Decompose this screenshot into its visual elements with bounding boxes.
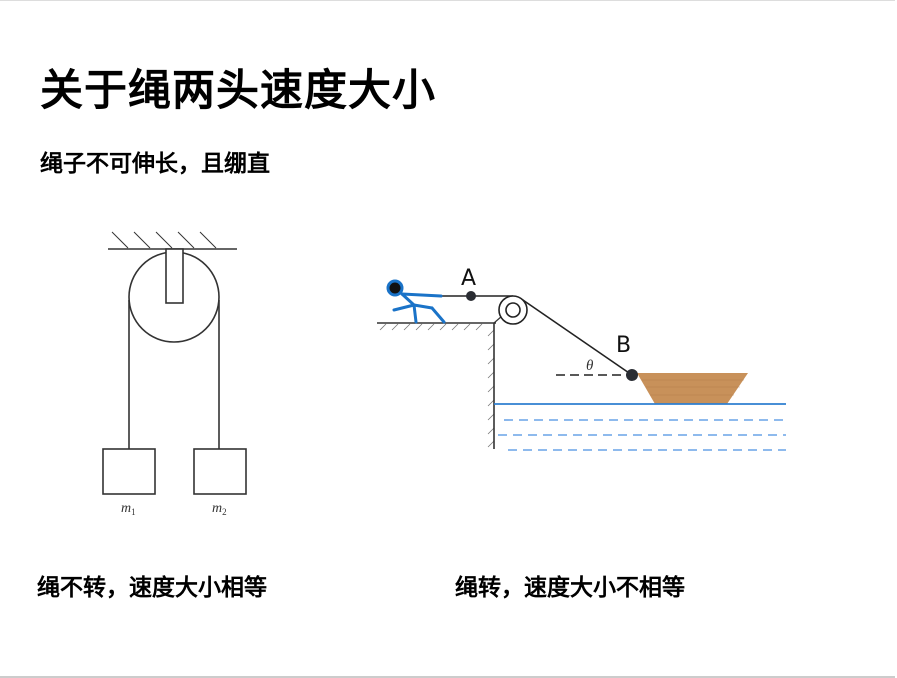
boat-diagram (377, 279, 786, 451)
label-theta: θ (586, 358, 594, 374)
point-b (626, 369, 638, 381)
slide-subtitle: 绳子不可伸长，且绷直 (40, 151, 270, 177)
person-icon (386, 279, 446, 324)
label-b: B (616, 333, 631, 358)
rope-slanted (519, 297, 633, 376)
slide-title: 关于绳两头速度大小 (40, 66, 436, 116)
mass-2 (193, 448, 247, 495)
point-a (466, 291, 476, 301)
caption-right: 绳转，速度大小不相等 (455, 575, 685, 601)
mass-1 (102, 448, 156, 495)
caption-left: 绳不转，速度大小相等 (37, 575, 267, 601)
boat (637, 373, 748, 404)
mass-label-2: m2 (212, 501, 227, 517)
mass-label-1: m1 (121, 501, 136, 517)
label-a: A (461, 266, 476, 291)
pulley-diagram (102, 231, 247, 495)
